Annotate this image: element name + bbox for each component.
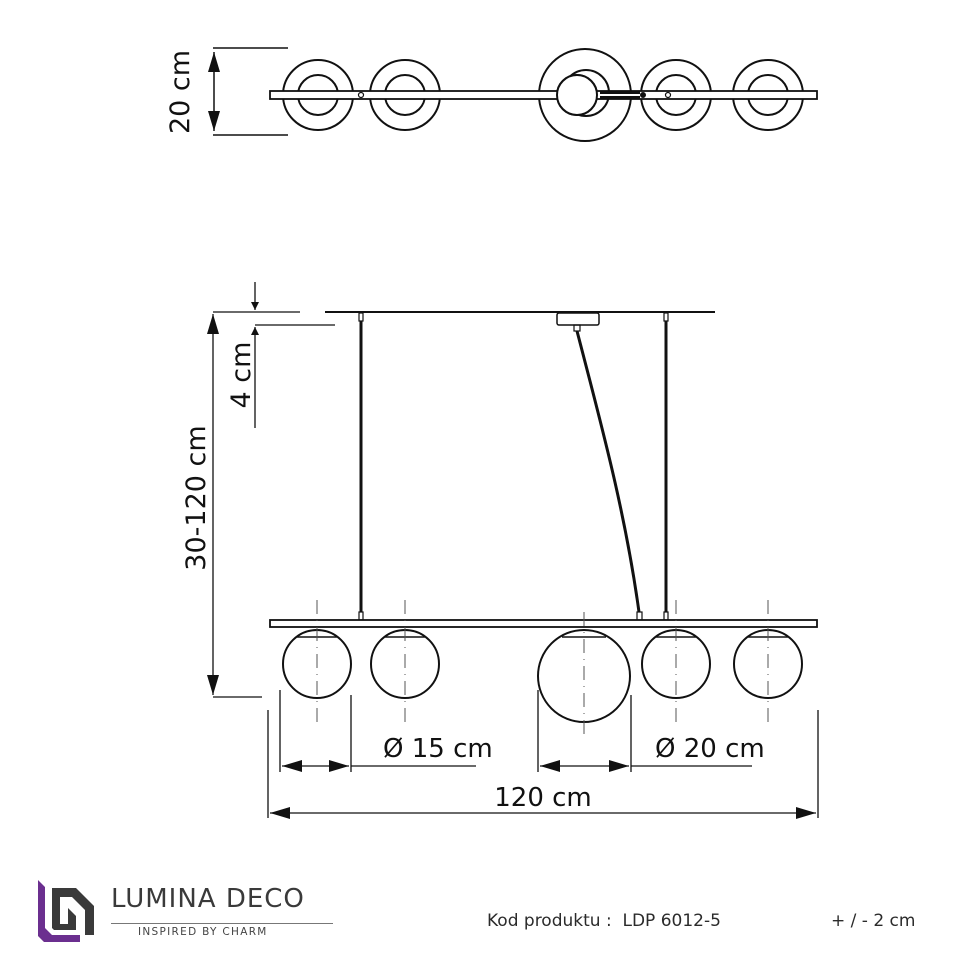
tolerance-note: + / - 2 cm <box>831 911 916 931</box>
suspension-rod-left <box>358 312 364 621</box>
total-width-label: 120 cm <box>494 783 592 813</box>
top-height-label: 20 cm <box>165 50 196 134</box>
side-view <box>207 282 819 819</box>
top-bar <box>269 90 818 100</box>
suspension-rod-right <box>663 312 669 621</box>
brand-tagline: INSPIRED BY CHARM <box>138 926 268 938</box>
product-code: Kod produktu : LDP 6012-5 <box>487 911 721 931</box>
canopy-dimension <box>213 282 335 428</box>
small-globe-diameter-label: Ø 15 cm <box>383 734 493 764</box>
product-code-value: LDP 6012-5 <box>622 911 721 931</box>
power-cable <box>575 330 641 613</box>
canopy <box>556 312 600 326</box>
top-view <box>208 47 818 142</box>
large-globe-dimension <box>537 690 752 772</box>
lamp-bar <box>269 619 818 628</box>
suspension-length-label: 30-120 cm <box>181 425 212 570</box>
total-width-dimension <box>267 710 819 819</box>
top-height-dimension <box>208 47 288 136</box>
suspension-dimension <box>207 314 262 698</box>
product-code-label: Kod produktu : <box>487 911 612 931</box>
brand-divider <box>111 923 333 924</box>
brand-name: LUMINA DECO <box>111 884 305 914</box>
small-globe-dimension <box>279 690 476 772</box>
canopy-height-label: 4 cm <box>226 342 257 409</box>
large-globe-diameter-label: Ø 20 cm <box>655 734 765 764</box>
brand-mark-icon <box>38 880 94 942</box>
brand-logo: LUMINA DECO INSPIRED BY CHARM <box>36 878 336 942</box>
